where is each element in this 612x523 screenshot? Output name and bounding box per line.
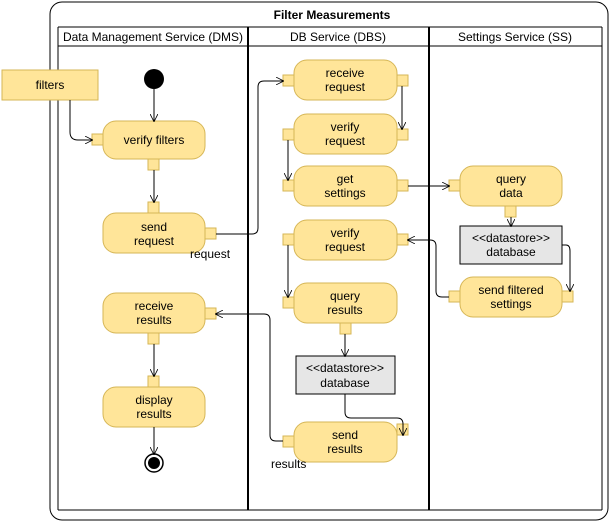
flow-store-to-send-filtered xyxy=(562,244,570,291)
svg-text:data: data xyxy=(499,186,523,200)
svg-text:send: send xyxy=(141,220,167,234)
svg-text:results: results xyxy=(327,303,362,317)
filters-object-node xyxy=(1,69,99,101)
svg-text:request: request xyxy=(325,240,366,254)
svg-text:results: results xyxy=(136,313,171,327)
action-verify-filters: verify filters xyxy=(91,120,206,171)
svg-text:verify: verify xyxy=(331,226,360,240)
svg-text:query: query xyxy=(496,172,526,186)
svg-text:results: results xyxy=(136,407,171,421)
action-get-settings: get settings xyxy=(282,165,409,207)
svg-text:<<datastore>>: <<datastore>> xyxy=(472,231,550,245)
action-display-results: display results xyxy=(102,375,206,428)
svg-text:verify: verify xyxy=(331,120,360,134)
action-query-results: query results xyxy=(282,282,398,335)
svg-text:results: results xyxy=(327,442,362,456)
action-send-results: send results xyxy=(282,421,409,463)
svg-text:database: database xyxy=(320,376,370,390)
filters-label: filters xyxy=(36,78,65,92)
lane-title-dms: Data Management Service (DMS) xyxy=(63,30,243,44)
flow-send-request xyxy=(216,81,283,235)
action-receive-request: receive request xyxy=(282,59,409,101)
datastore-ss: <<datastore>> database xyxy=(459,225,563,265)
svg-text:request: request xyxy=(134,234,175,248)
flow-send-results xyxy=(216,314,283,442)
svg-text:get: get xyxy=(337,172,354,186)
svg-text:<<datastore>>: <<datastore>> xyxy=(306,361,384,375)
flow-filters-to-verify xyxy=(69,100,92,140)
svg-text:receive: receive xyxy=(135,299,174,313)
svg-text:receive: receive xyxy=(326,66,365,80)
action-send-filtered-settings: send filtered settings xyxy=(448,276,574,318)
action-verify-request-2: verify request xyxy=(282,219,409,261)
svg-text:verify filters: verify filters xyxy=(124,133,185,147)
lane-title-dbs: DB Service (DBS) xyxy=(290,30,386,44)
datastore-dbs: <<datastore>> database xyxy=(295,355,396,395)
action-query-data: query data xyxy=(448,165,563,218)
flow-send-filtered-to-verify xyxy=(408,240,449,298)
svg-text:settings: settings xyxy=(324,186,365,200)
flow-store-to-send-results xyxy=(344,394,403,435)
svg-text:send: send xyxy=(332,428,358,442)
initial-node xyxy=(144,69,164,89)
svg-text:send filtered: send filtered xyxy=(478,283,543,297)
frame-title: Filter Measurements xyxy=(274,8,391,22)
svg-text:request: request xyxy=(325,80,366,94)
svg-text:display: display xyxy=(135,393,172,407)
edge-label-request: request xyxy=(190,247,231,261)
action-verify-request-1: verify request xyxy=(282,113,409,155)
action-send-request: send request xyxy=(102,201,217,254)
edge-label-results: results xyxy=(271,457,306,471)
action-receive-results: receive results xyxy=(102,292,217,345)
svg-text:query: query xyxy=(330,289,360,303)
final-node xyxy=(144,453,164,473)
lane-title-ss: Settings Service (SS) xyxy=(458,30,572,44)
svg-text:settings: settings xyxy=(490,297,531,311)
svg-text:database: database xyxy=(486,245,536,259)
svg-text:request: request xyxy=(325,134,366,148)
